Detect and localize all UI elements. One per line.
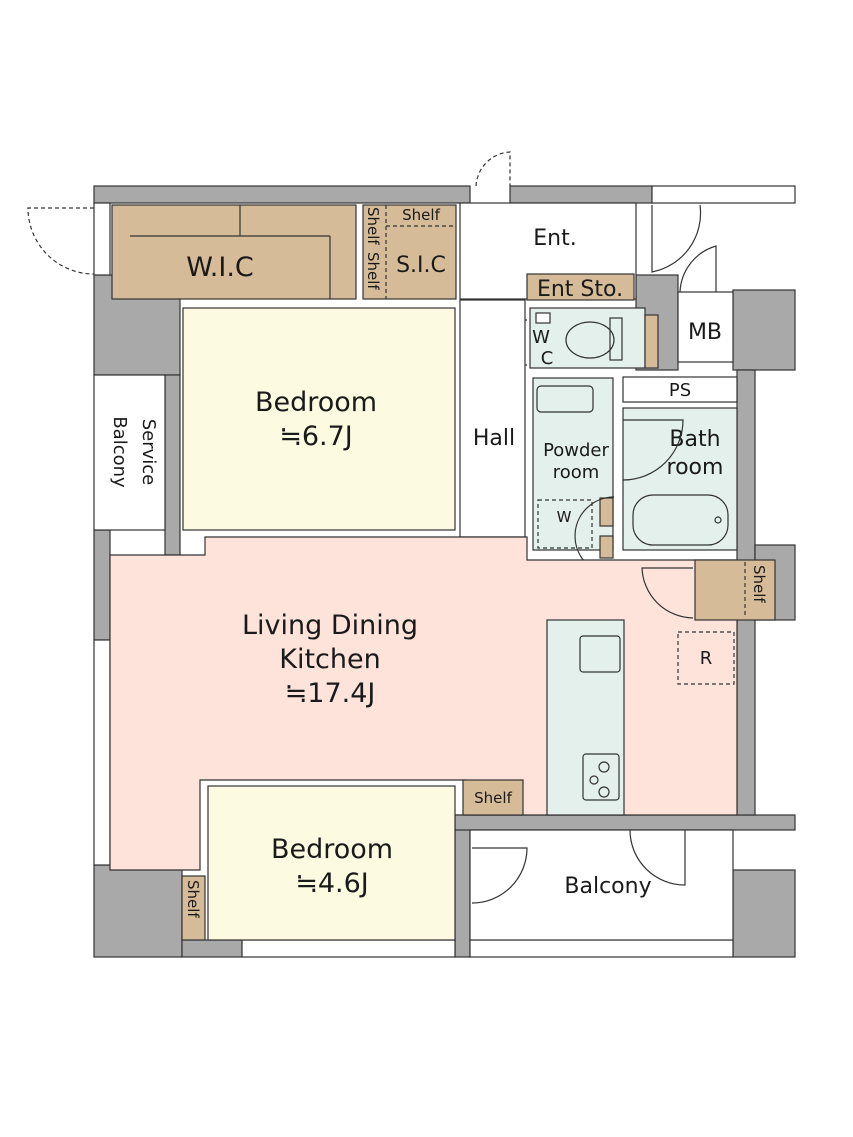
washer-label: W (557, 508, 572, 526)
refrigerator-label: R (700, 648, 713, 669)
wc-label: C (541, 348, 554, 369)
shelf-label: Shelf (184, 880, 202, 918)
ent-storage-label: Ent Sto. (537, 277, 623, 302)
room-bedroom-1: Bedroom ≒6.7J (182, 307, 456, 531)
mb-door[interactable] (679, 245, 717, 293)
shelf-label: Shelf (402, 206, 440, 224)
mb-box (677, 291, 734, 363)
shelf-label: Shelf (364, 252, 382, 290)
service-door[interactable] (27, 207, 95, 275)
powder-label: room (553, 462, 600, 483)
shelf (694, 559, 776, 621)
ldk-label: Living Dining (242, 610, 418, 641)
room-wic: W.I.C (111, 204, 357, 300)
bedroom2-size: ≒4.6J (295, 868, 369, 899)
powder-label: Powder (543, 440, 609, 461)
service-balcony-label: Balcony (109, 416, 130, 488)
ps-label: PS (669, 380, 691, 401)
bedroom1-size: ≒6.7J (279, 421, 353, 452)
hall-label: Hall (473, 426, 515, 451)
ldk-label: Kitchen (279, 644, 380, 675)
stove (582, 753, 620, 801)
bath-label: Bath (669, 427, 720, 452)
hall (459, 299, 526, 538)
window (241, 939, 456, 958)
shelf (462, 779, 524, 816)
balcony-door[interactable] (629, 829, 686, 886)
kitchen-counter (546, 619, 625, 816)
room-bedroom-2: Shelf Bedroom ≒4.6J (181, 785, 456, 941)
room-sic: Shelf Shelf Shelf S.I.C (362, 204, 457, 300)
shelf-label: Shelf (750, 565, 768, 603)
bedroom1-name: Bedroom (255, 387, 377, 418)
bedroom2-name: Bedroom (271, 834, 393, 865)
ldk-size: ≒17.4J (285, 678, 376, 709)
ps-box (622, 376, 738, 403)
room-ldk: Living Dining Kitchen ≒17.4J (109, 536, 738, 871)
bath-label: room (667, 455, 724, 480)
window (93, 202, 111, 276)
window (469, 939, 734, 958)
room-service-balcony: Service Balcony (93, 374, 166, 531)
refrigerator-space (677, 631, 735, 685)
room-powder: Powder room W (532, 377, 615, 576)
room-entrance: Ent. Ent Sto. (459, 151, 702, 302)
sink (579, 635, 621, 673)
room-bath: Bath room (622, 407, 738, 551)
service-balcony-label: Service (138, 419, 159, 486)
shelf-label: Shelf (474, 789, 512, 807)
sic-label: S.I.C (396, 253, 446, 278)
shelf-label: Shelf (364, 207, 382, 245)
entrance-label: Ent. (533, 226, 576, 251)
wc-label: W (532, 327, 550, 348)
ent-storage (526, 273, 635, 301)
entry-door[interactable] (475, 151, 511, 187)
window (93, 639, 111, 866)
mb-label: MB (688, 320, 722, 345)
bath-door[interactable] (622, 419, 684, 481)
balcony-door[interactable] (471, 847, 528, 904)
balcony-label: Balcony (564, 874, 651, 899)
wic-label: W.I.C (186, 252, 254, 283)
door[interactable] (651, 204, 702, 273)
room-balcony: Balcony (469, 829, 734, 941)
door[interactable] (641, 567, 694, 619)
